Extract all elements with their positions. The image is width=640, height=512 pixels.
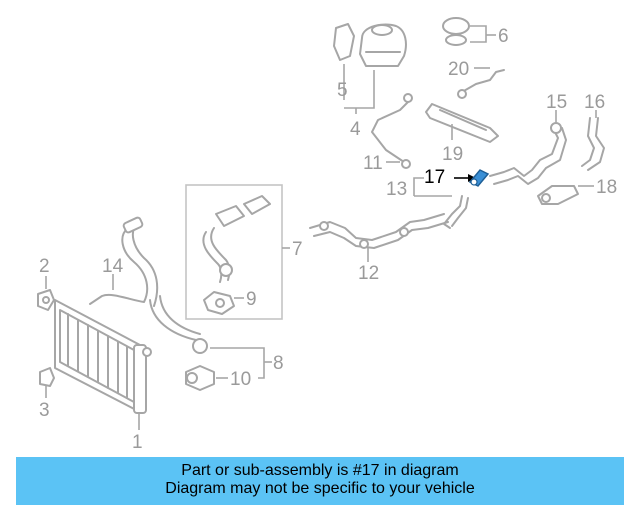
callout-12[interactable]: 12 — [358, 263, 379, 284]
callout-2[interactable]: 2 — [39, 256, 50, 277]
connector-part-18 — [537, 185, 579, 205]
callout-8[interactable]: 8 — [273, 353, 284, 374]
parts-diagram: 1 2 3 14 8 10 7 9 12 — [37, 17, 617, 450]
tank-bracket-part — [333, 23, 355, 61]
banner-line-2: Diagram may not be specific to your vehi… — [165, 480, 475, 497]
upper-hose-part — [89, 227, 149, 305]
tank-cap-part — [442, 17, 470, 46]
callout-6[interactable]: 6 — [498, 26, 509, 47]
callout-5[interactable]: 5 — [337, 80, 348, 101]
hose-part-16 — [587, 117, 605, 171]
callout-10[interactable]: 10 — [230, 369, 251, 390]
callout-4[interactable]: 4 — [350, 119, 361, 140]
radiator-part — [54, 299, 152, 414]
hose-part-11 — [371, 99, 411, 163]
callout-9[interactable]: 9 — [246, 289, 257, 310]
banner-line-1: Part or sub-assembly is #17 in diagram — [181, 462, 459, 479]
info-banner: Part or sub-assembly is #17 in diagram D… — [16, 457, 624, 505]
hose-connector-part — [185, 365, 215, 391]
callout-7[interactable]: 7 — [292, 239, 303, 260]
callout-16[interactable]: 16 — [584, 92, 605, 113]
expansion-tank-part — [359, 23, 407, 67]
hose-part-20 — [461, 69, 505, 93]
bracket-lower-part — [39, 367, 55, 387]
callout-17[interactable]: 17 — [424, 167, 445, 188]
callout-1[interactable]: 1 — [132, 432, 143, 450]
bracket-part — [37, 289, 55, 311]
callout-20[interactable]: 20 — [448, 59, 469, 80]
pipe-part-13 — [443, 195, 463, 229]
highlighted-part-17[interactable] — [468, 169, 490, 187]
bracket-part-19 — [425, 103, 499, 143]
callout-18[interactable]: 18 — [596, 177, 617, 198]
hose-part-15 — [489, 129, 559, 177]
assembly-box-7 — [185, 184, 283, 320]
callout-14[interactable]: 14 — [102, 256, 124, 277]
callout-3[interactable]: 3 — [39, 400, 50, 421]
callout-11[interactable]: 11 — [363, 153, 383, 174]
callout-13[interactable]: 13 — [386, 179, 407, 200]
coolant-pipe-part — [309, 213, 445, 241]
flange-part-9 — [203, 291, 235, 315]
callout-19[interactable]: 19 — [442, 144, 463, 165]
callout-15[interactable]: 15 — [546, 92, 567, 113]
